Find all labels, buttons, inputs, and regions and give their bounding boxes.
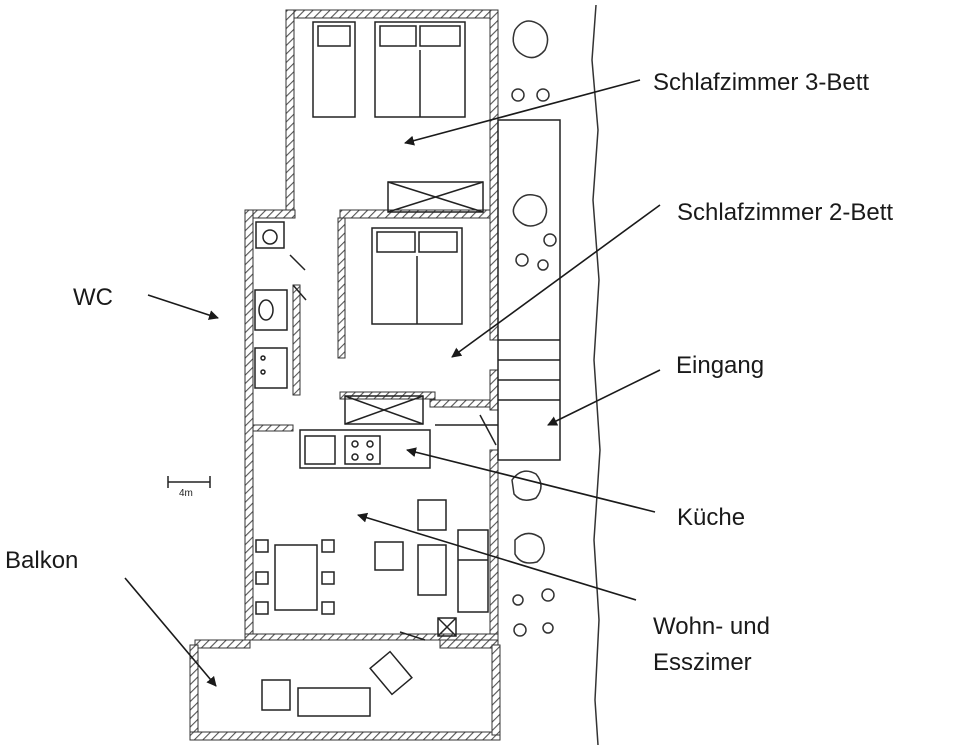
entrance-area (435, 119, 561, 461)
label-balkon: Balkon (5, 547, 78, 574)
scale-label: 4m (179, 488, 193, 499)
label-schlafzimmer-2-bett: Schlafzimmer 2-Bett (677, 199, 893, 226)
wc-fixtures (254, 221, 307, 389)
label-eingang: Eingang (676, 352, 764, 379)
label-kueche: Küche (677, 504, 745, 531)
label-schlafzimmer-3-bett: Schlafzimmer 3-Bett (653, 69, 869, 96)
balcony-furniture (261, 650, 413, 717)
living-furniture (255, 499, 489, 641)
walls (189, 9, 501, 741)
outside-plants (511, 20, 557, 637)
label-wc: WC (73, 284, 113, 311)
label-wohn-line1: Wohn- und (653, 613, 770, 640)
bedroom3-furniture (312, 21, 484, 213)
label-wohn-line2: Esszimer (653, 649, 752, 676)
bedroom2-furniture (344, 227, 463, 425)
boundary-line (591, 4, 601, 746)
kitchen-counter (299, 429, 431, 469)
arrows (124, 79, 661, 687)
scale-bar: 4m (167, 476, 211, 499)
